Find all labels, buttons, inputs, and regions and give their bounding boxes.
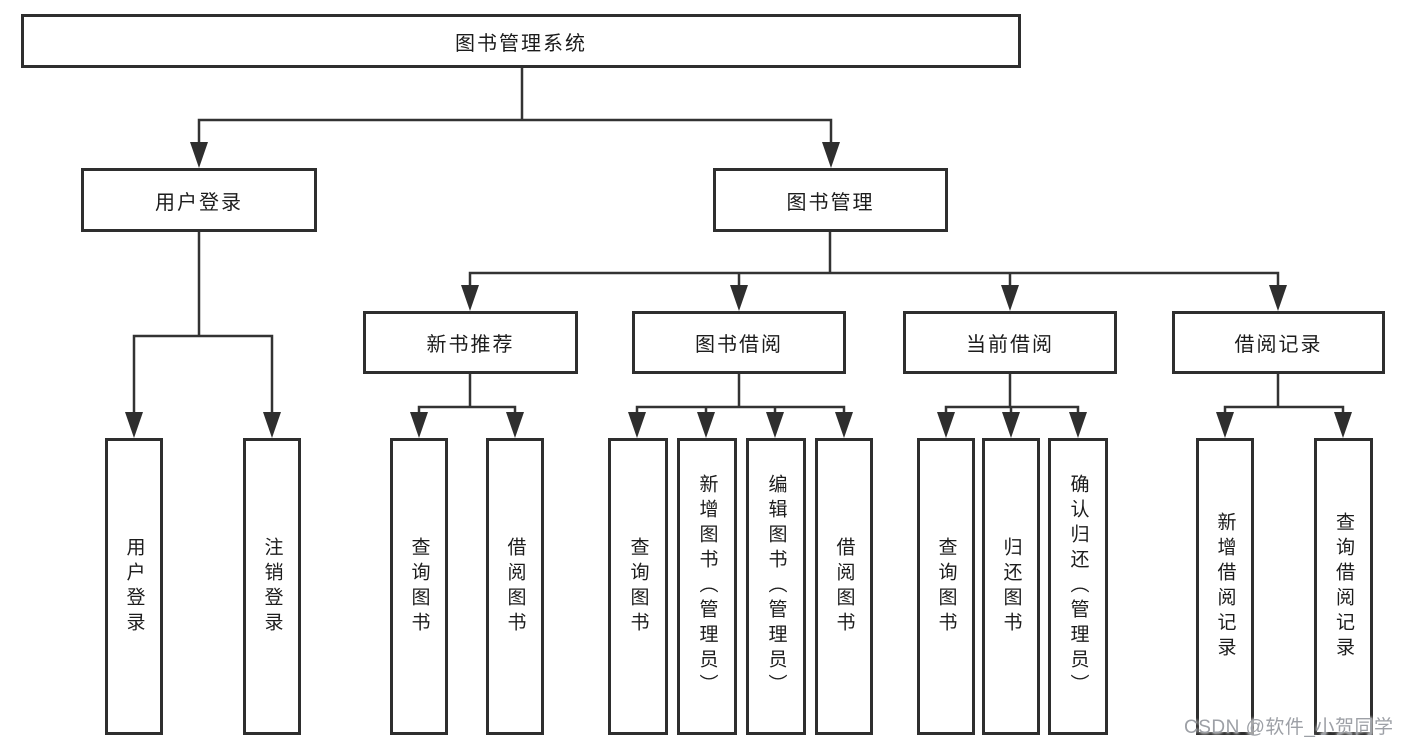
node-book-management: 图书管理 — [713, 168, 948, 232]
node-library-management-system: 图书管理系统 — [21, 14, 1021, 68]
node-user-login: 用户登录 — [81, 168, 317, 232]
leaf-user-login: 用户登录 — [105, 438, 163, 735]
leaf-confirm-return-admin: 确认归还（管理员） — [1048, 438, 1108, 735]
node-book-borrowing: 图书借阅 — [632, 311, 846, 374]
leaf-borrow-books: 借阅图书 — [486, 438, 544, 735]
leaf-borrow-books: 借阅图书 — [815, 438, 873, 735]
leaf-return-books: 归还图书 — [982, 438, 1040, 735]
leaf-add-books-admin: 新增图书（管理员） — [677, 438, 737, 735]
watermark: CSDN @软件_小贺同学 — [1184, 717, 1394, 738]
leaf-add-borrow-record: 新增借阅记录 — [1196, 438, 1254, 735]
leaf-edit-books-admin: 编辑图书（管理员） — [746, 438, 806, 735]
node-current-borrowing: 当前借阅 — [903, 311, 1117, 374]
leaf-logout: 注销登录 — [243, 438, 301, 735]
node-borrowing-records: 借阅记录 — [1172, 311, 1385, 374]
leaf-query-books: 查询图书 — [390, 438, 448, 735]
leaf-query-borrow-record: 查询借阅记录 — [1314, 438, 1373, 735]
leaf-query-books: 查询图书 — [608, 438, 668, 735]
node-new-book-recommend: 新书推荐 — [363, 311, 578, 374]
leaf-query-books: 查询图书 — [917, 438, 975, 735]
arrowheads — [125, 142, 1352, 438]
